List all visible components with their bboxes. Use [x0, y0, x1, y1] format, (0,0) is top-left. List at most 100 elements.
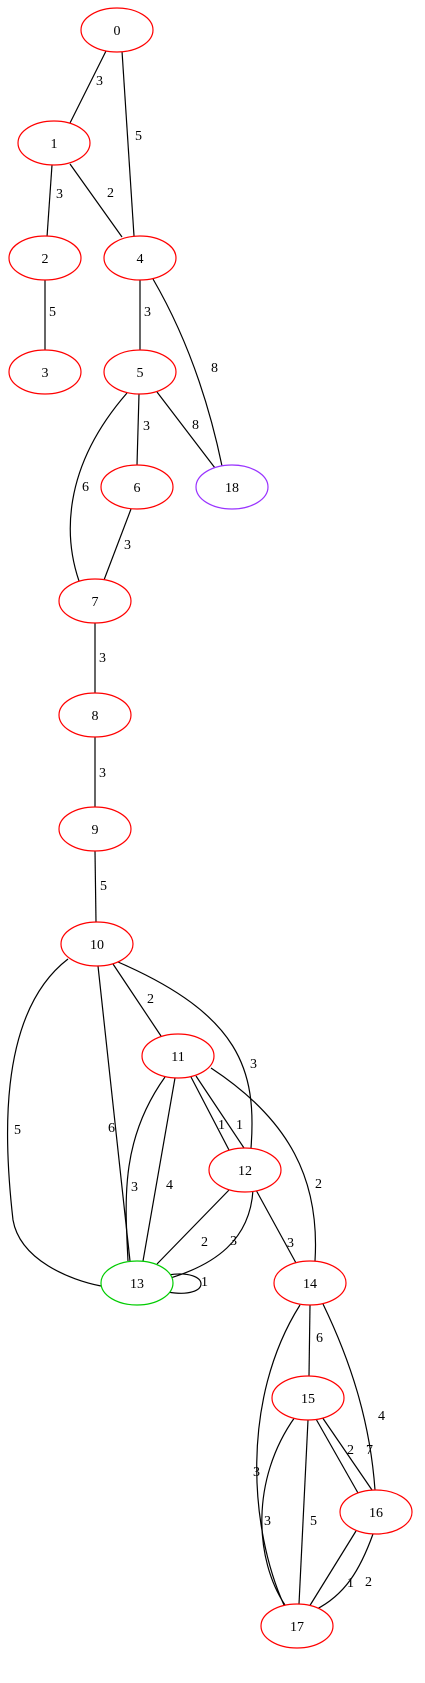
- node-label: 6: [134, 481, 141, 496]
- edge-weight-label: 3: [56, 187, 63, 202]
- edge-16-17: 2: [314, 1533, 374, 1611]
- node-label: 2: [42, 252, 49, 267]
- edge-6-7: 3: [103, 508, 132, 581]
- node-18: 18: [195, 464, 269, 510]
- node-ellipse: [100, 1260, 174, 1306]
- node-5: 5: [103, 349, 177, 395]
- node-ellipse: [58, 578, 132, 624]
- edge-weight-label: 1: [347, 1576, 354, 1591]
- node-ellipse: [103, 349, 177, 395]
- node-label: 16: [369, 1506, 383, 1521]
- edge-11-13: 4: [142, 1077, 176, 1262]
- edge-line: [125, 1076, 166, 1262]
- node-label: 8: [92, 709, 99, 724]
- edge-line: [261, 1416, 296, 1606]
- edge-0-4: 5: [121, 50, 142, 237]
- edge-10-13: 6: [97, 965, 131, 1262]
- edge-10-12: 3: [117, 961, 257, 1149]
- edge-weight-label: 2: [147, 992, 154, 1007]
- edge-line: [112, 963, 162, 1037]
- node-8: 8: [58, 692, 132, 738]
- node-ellipse: [60, 921, 134, 967]
- edge-weight-label: 2: [365, 1575, 372, 1590]
- node-label: 4: [137, 252, 144, 267]
- edge-13-13: 1: [167, 1273, 208, 1294]
- node-12: 12: [208, 1147, 282, 1193]
- node-14: 14: [273, 1260, 347, 1306]
- edge-weight-label: 5: [14, 1123, 21, 1138]
- edge-5-18: 8: [156, 391, 216, 469]
- node-label: 7: [92, 595, 99, 610]
- node-label: 13: [130, 1277, 144, 1292]
- node-ellipse: [58, 806, 132, 852]
- node-16: 16: [339, 1489, 413, 1535]
- node-0: 0: [80, 7, 154, 53]
- node-ellipse: [8, 349, 82, 395]
- edge-weight-label: 8: [192, 418, 199, 433]
- edge-weight-label: 2: [315, 1177, 322, 1192]
- edge-line: [6, 958, 102, 1287]
- node-3: 3: [8, 349, 82, 395]
- edge-12-13: 3: [166, 1189, 254, 1280]
- edge-line: [256, 1304, 301, 1606]
- edge-16-17: 1: [308, 1530, 357, 1608]
- edge-12-14: 3: [255, 1189, 297, 1264]
- edge-weight-label: 2: [347, 1443, 354, 1458]
- edge-line: [190, 1076, 230, 1151]
- edge-1-4: 2: [69, 163, 123, 238]
- edge-1-2: 3: [46, 164, 63, 238]
- node-7: 7: [58, 578, 132, 624]
- edge-15-16: 2: [315, 1418, 359, 1494]
- edge-weight-label: 3: [264, 1514, 271, 1529]
- edge-weight-label: 2: [201, 1235, 208, 1250]
- edge-weight-label: 5: [100, 879, 107, 894]
- edge-weight-label: 3: [253, 1465, 260, 1480]
- edge-weight-label: 7: [366, 1443, 373, 1458]
- node-ellipse: [260, 1603, 334, 1649]
- node-label: 0: [114, 24, 121, 39]
- node-4: 4: [103, 235, 177, 281]
- edge-line: [255, 1189, 297, 1264]
- node-13: 13: [100, 1260, 174, 1306]
- edge-15-17: 5: [298, 1419, 317, 1605]
- edge-line: [195, 1075, 245, 1149]
- edge-7-8: 3: [94, 623, 106, 693]
- edge-line: [167, 1273, 202, 1294]
- node-label: 15: [301, 1392, 315, 1407]
- edge-line: [142, 1077, 176, 1262]
- node-ellipse: [195, 464, 269, 510]
- node-10: 10: [60, 921, 134, 967]
- node-ellipse: [271, 1375, 345, 1421]
- edge-5-7: 6: [69, 392, 128, 582]
- edge-10-13: 5: [6, 958, 102, 1287]
- edge-5-6: 3: [136, 393, 150, 466]
- node-ellipse: [141, 1033, 215, 1079]
- edge-line: [69, 50, 107, 124]
- edge-weight-label: 5: [135, 129, 142, 144]
- edge-line: [322, 1303, 376, 1491]
- edge-weight-label: 3: [96, 74, 103, 89]
- edge-weight-label: 1: [218, 1118, 225, 1133]
- edge-line: [210, 1067, 317, 1262]
- node-label: 18: [225, 481, 239, 496]
- edge-weight-label: 5: [310, 1514, 317, 1529]
- edge-weight-label: 3: [124, 538, 131, 553]
- edge-14-17: 3: [253, 1304, 301, 1606]
- edge-weight-label: 6: [82, 480, 89, 495]
- node-label: 3: [42, 366, 49, 381]
- edge-line: [97, 965, 131, 1262]
- edge-11-13: 3: [125, 1076, 166, 1262]
- node-ellipse: [100, 464, 174, 510]
- edge-line: [156, 1188, 231, 1265]
- node-ellipse: [8, 235, 82, 281]
- edge-8-9: 3: [94, 737, 106, 807]
- edge-line: [94, 850, 97, 923]
- edge-weight-label: 2: [107, 186, 114, 201]
- node-label: 5: [137, 366, 144, 381]
- edge-weight-label: 3: [131, 1180, 138, 1195]
- edge-line: [321, 1416, 373, 1491]
- edge-line: [117, 961, 253, 1149]
- edge-12-13: 2: [156, 1188, 231, 1265]
